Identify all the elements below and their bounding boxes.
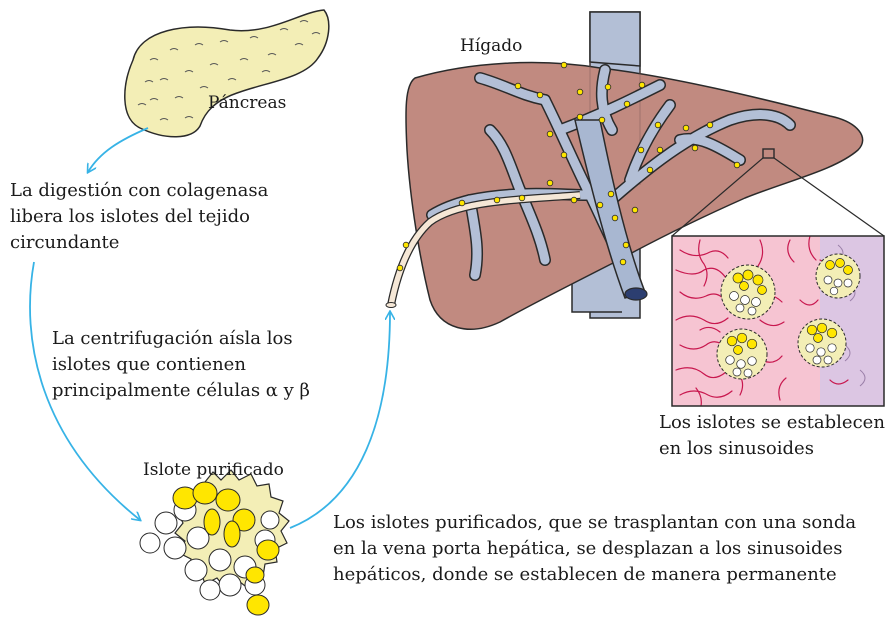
step-digestion-line-3: circundante <box>10 230 268 256</box>
step-establish-line-2: en los sinusoides <box>659 436 885 462</box>
label-pancreas: Páncreas <box>208 92 286 114</box>
purified-islet-illustration <box>140 470 289 615</box>
mini-islet-4 <box>798 319 846 367</box>
step-digestion-line-1: La digestión con colagenasa <box>10 178 268 204</box>
label-purified-islet: Islote purificado <box>143 459 284 481</box>
mini-islet-1 <box>721 265 775 319</box>
arrow-pancreas-to-digestion <box>88 128 148 172</box>
step-centrifugation: La centrifugación aísla los islotes que … <box>52 326 310 404</box>
step-digestion-line-2: libera los islotes del tejido <box>10 204 268 230</box>
step-transplant-line-3: hepáticos, donde se establecen de manera… <box>333 562 856 588</box>
step-transplant-line-1: Los islotes purificados, que se trasplan… <box>333 510 856 536</box>
step-centrifugation-line-1: La centrifugación aísla los <box>52 326 310 352</box>
step-centrifugation-line-3: principalmente células α y β <box>52 378 310 404</box>
mini-islet-2 <box>816 254 860 298</box>
sinusoid-inset <box>672 236 890 410</box>
step-establish-line-1: Los islotes se establecen <box>659 410 885 436</box>
mini-islet-3 <box>717 329 767 379</box>
step-transplant: Los islotes purificados, que se trasplan… <box>333 510 856 588</box>
step-establish: Los islotes se establecen en los sinusoi… <box>659 410 885 462</box>
step-digestion: La digestión con colagenasa libera los i… <box>10 178 268 256</box>
pancreas-shape <box>125 10 329 137</box>
label-liver: Hígado <box>460 35 522 57</box>
step-transplant-line-2: en la vena porta hepática, se desplazan … <box>333 536 856 562</box>
step-centrifugation-line-2: islotes que contienen <box>52 352 310 378</box>
